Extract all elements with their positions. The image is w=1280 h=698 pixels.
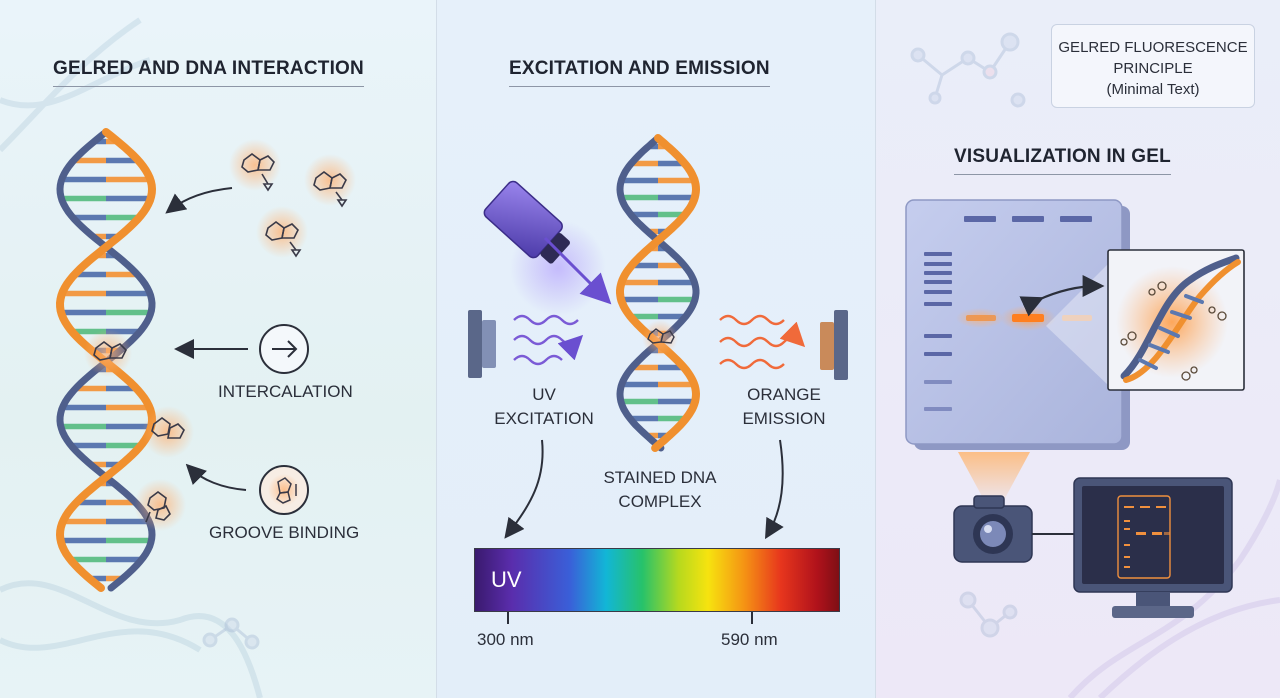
panel-divider [875,0,876,698]
panel-divider [436,0,437,698]
dna-backbone-strand [616,134,700,452]
camera-icon [953,495,1033,563]
panel1-heading: GELRED AND DNA INTERACTION [53,58,364,87]
panel2-heading: EXCITATION AND EMISSION [509,58,770,87]
groove-bound-molecule-icon [134,406,194,531]
intercalation-label: INTERCALATION [218,382,353,401]
ladder-band [924,380,952,384]
uv-excitation-label-line: EXCITATION [494,409,594,428]
ladder-band [924,352,952,356]
groove-binding-icon [259,465,309,515]
info-box: GELRED FLUORESCENCE PRINCIPLE (Minimal T… [1051,24,1255,108]
ladder-band [924,271,952,275]
info-box-line: GELRED FLUORESCENCE [1058,39,1248,56]
orange-emission-label-line: EMISSION [742,409,826,428]
background-molecule-icon [202,32,1026,650]
uv-excitation-label-line: UV [532,385,556,404]
intercalated-molecule-icon [84,329,132,377]
ladder-band [924,262,952,266]
stained-complex-label: STAINED DNA COMPLEX [598,466,722,514]
info-box-line: (Minimal Text) [1106,81,1200,98]
stained-dna-helix [616,134,701,452]
ladder-band [924,252,952,256]
uv-to-spectrum-arrow [504,439,544,539]
intercalation-arrow-icon [259,324,309,374]
uv-beam-arrow [543,236,612,305]
groove-binding-label: GROOVE BINDING [209,523,360,542]
spectrum-tick-300: 300 nm [477,630,534,649]
uv-excitation-label: UV EXCITATION [490,383,598,431]
camera-light-cone [958,452,1030,500]
groove-arrow [185,463,247,491]
ladder-band [924,334,952,338]
ladder-band [924,290,952,294]
info-box-line: PRINCIPLE [1113,60,1193,77]
spectrum-tick-590: 590 nm [721,630,778,649]
panel3-heading: VISUALIZATION IN GEL [954,146,1171,175]
stained-complex-molecule-icon [642,320,678,356]
orange-emission-wave [719,314,806,370]
dna-backbone-strand [616,134,701,452]
orange-to-spectrum-arrow [764,439,784,540]
ladder-band [924,407,952,411]
background-helix [0,17,263,698]
gelred-molecule-icon [229,139,356,258]
ladder-band [924,302,952,306]
emission-detector-icon [820,310,848,380]
monitor-icon [1073,477,1233,618]
light-source-icon [483,180,606,316]
orange-emission-label-line: ORANGE [747,385,821,404]
spectrum-uv-label: UV [491,567,522,592]
zoom-double-arrow [1019,275,1105,317]
zoomed-dna-inset [1107,249,1245,391]
gel-ladder [924,252,952,411]
stained-complex-label-line: STAINED DNA [603,468,717,487]
binding-arrow [165,187,233,214]
gel-bands [956,305,1092,331]
ladder-band [924,280,952,284]
orange-emission-label: ORANGE EMISSION [734,383,834,431]
detector-icon [468,310,496,378]
stained-complex-label-line: COMPLEX [618,492,702,511]
electromagnetic-spectrum-bar: UV [474,548,840,612]
uv-excitation-wave [513,314,584,366]
